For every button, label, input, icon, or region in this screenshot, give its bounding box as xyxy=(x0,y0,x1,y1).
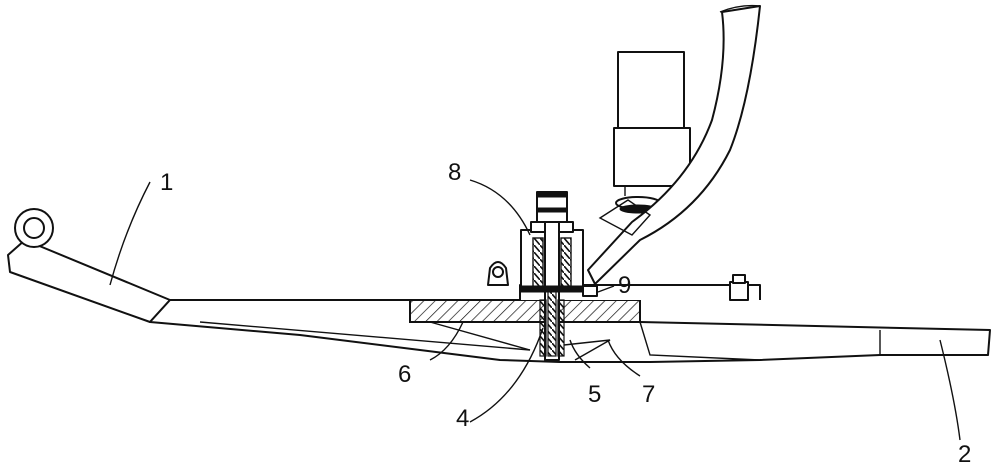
label-5: 5 xyxy=(588,381,601,408)
plunger-assembly xyxy=(520,191,611,361)
label-2: 2 xyxy=(958,441,971,468)
label-8: 8 xyxy=(448,159,461,186)
lever-arm xyxy=(7,208,171,323)
label-4: 4 xyxy=(456,405,469,432)
mounting-lug xyxy=(487,261,509,286)
washer xyxy=(582,285,598,297)
label-1: 1 xyxy=(160,169,173,196)
hatched-pad xyxy=(409,299,641,323)
label-7: 7 xyxy=(642,381,655,408)
leader-lines xyxy=(109,179,961,441)
label-6: 6 xyxy=(398,361,411,388)
label-9: 9 xyxy=(618,272,631,299)
feed-tube xyxy=(587,4,761,285)
motor xyxy=(613,51,691,214)
